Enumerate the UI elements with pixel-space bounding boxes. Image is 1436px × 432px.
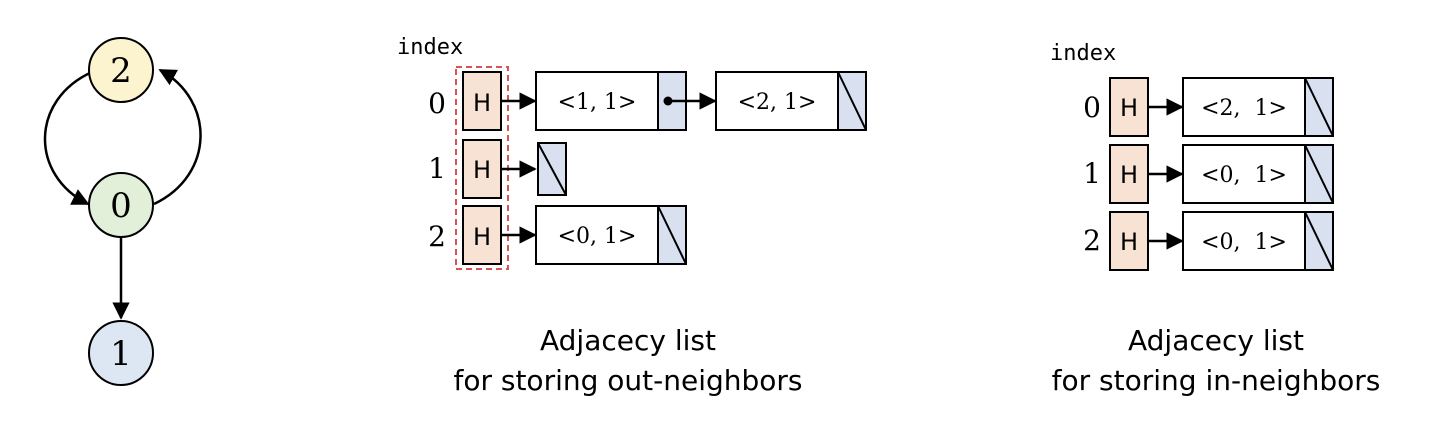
node-1: 1 [88, 320, 154, 386]
in-caption-line2: for storing in-neighbors [1052, 364, 1381, 397]
out-row-1-head-label: H [473, 156, 491, 184]
node-1-circle [88, 320, 154, 386]
in-row-1-head-label: H [1120, 161, 1138, 189]
out-caption-line2: for storing out-neighbors [453, 364, 802, 397]
node-0-label: 0 [110, 186, 132, 226]
in-caption-line1: Adjacecy list [1128, 324, 1304, 357]
node-0: 0 [88, 172, 154, 238]
in-row-2-entry-0-label: <0, 1> [1201, 230, 1287, 255]
out-index-header: index [397, 35, 463, 60]
in-row-0-index: 0 [1083, 91, 1101, 124]
out-row-2-entry-0-label: <0, 1> [558, 224, 637, 249]
out-row-0-head [462, 71, 502, 131]
in-row-1-index: 1 [1083, 157, 1101, 190]
in-row-2-head-label: H [1120, 228, 1138, 256]
node-2-circle [88, 37, 154, 103]
out-row-2-null-slash [657, 205, 687, 265]
out-row-0-index: 0 [428, 87, 446, 120]
in-row-1-head [1109, 144, 1149, 204]
out-list: index 0 H <1, 1> <2, 1> 1 H 2 H <0, 1> [397, 35, 867, 397]
out-row-0-entry-0 [535, 71, 659, 131]
out-row-1-index: 1 [428, 152, 446, 185]
in-row-1-entry-0 [1182, 144, 1306, 204]
node-2: 2 [88, 37, 154, 103]
edge-0-to-2 [153, 68, 202, 206]
in-row-2-index: 2 [1083, 224, 1101, 257]
out-row-0-entry-1 [715, 71, 839, 131]
in-row-0-entry-0-label: <2, 1> [1201, 96, 1287, 121]
in-row-0-head-label: H [1120, 94, 1138, 122]
out-row-2-head-label: H [473, 223, 491, 251]
out-row-2-head [462, 205, 502, 265]
in-index-header: index [1050, 41, 1116, 66]
out-row-2-index: 2 [428, 220, 446, 253]
out-row-1-null-slash [537, 142, 567, 196]
out-row-0-entry-0-label: <1, 1> [558, 90, 637, 115]
out-row-0-head-label: H [473, 89, 491, 117]
in-row-1-entry-0-label: <0, 1> [1201, 163, 1287, 188]
out-row-2-entry-0 [535, 205, 659, 265]
in-row-1-null-slash [1304, 144, 1334, 204]
out-row-0-entry-1-label: <2, 1> [738, 90, 817, 115]
in-row-0-entry-0 [1182, 77, 1306, 137]
in-list: index 0 H <2, 1> 1 H <0, 1> 2 H <0, 1> A… [1050, 41, 1380, 397]
in-row-0-head [1109, 77, 1149, 137]
graph: 2 0 1 [43, 37, 202, 386]
node-0-circle [88, 172, 154, 238]
in-row-0-null-slash [1304, 77, 1334, 137]
in-row-2-head [1109, 211, 1149, 271]
out-caption-line1: Adjacecy list [540, 324, 716, 357]
node-1-label: 1 [110, 334, 132, 374]
node-2-label: 2 [110, 51, 132, 91]
in-row-2-null-slash [1304, 211, 1334, 271]
out-row-0-null-slash [837, 71, 867, 131]
edge-2-to-0 [43, 70, 93, 206]
in-row-2-entry-0 [1182, 211, 1306, 271]
